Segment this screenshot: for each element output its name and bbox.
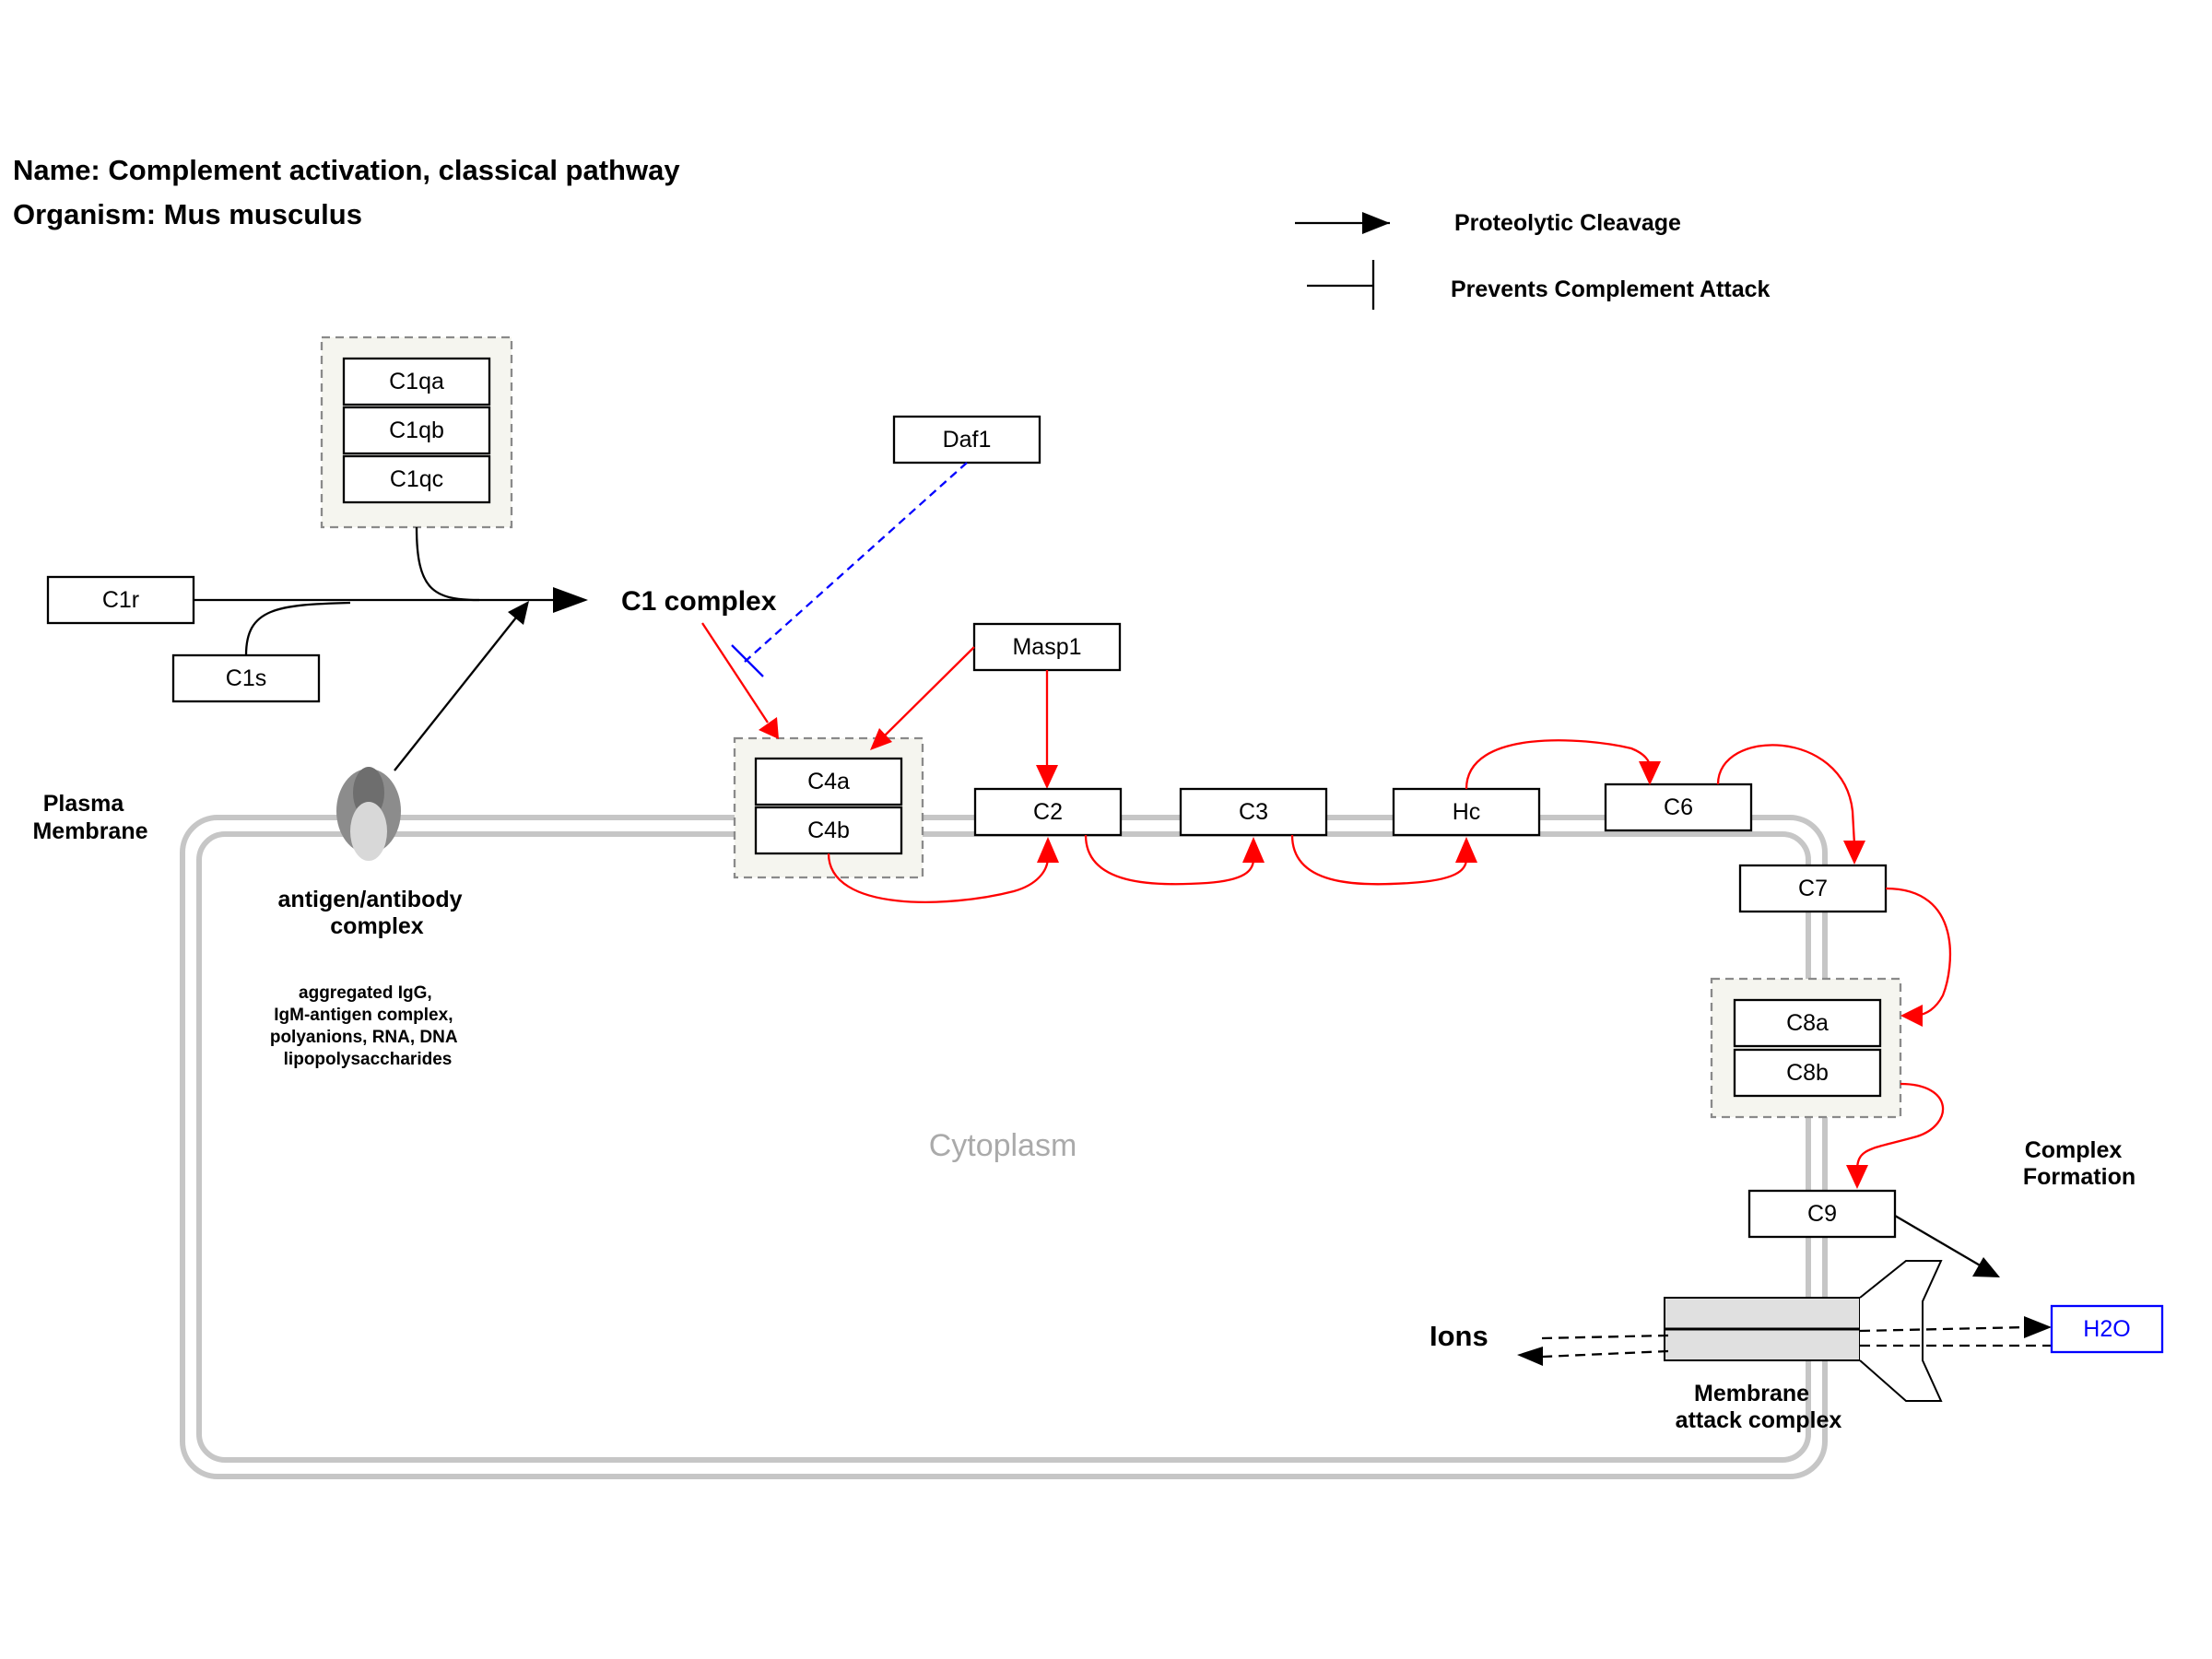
antigen-antibody-label: antigen/antibody complex — [278, 887, 469, 939]
edge-c3-hc — [1290, 834, 1468, 886]
arrow-c7-icon — [1843, 841, 1865, 865]
svg-text:H2O: H2O — [2083, 1316, 2130, 1342]
legend: Proteolytic Cleavage Prevents Complement… — [1295, 210, 1770, 310]
legend-prevents-label: Prevents Complement Attack — [1451, 276, 1770, 302]
gene-c1s[interactable]: C1s — [171, 653, 321, 703]
pathway-name: Name: Complement activation, classical p… — [13, 154, 680, 186]
arrow-c3-icon — [1242, 837, 1265, 863]
arrow-masp1-c4-icon — [870, 728, 892, 750]
edge-c7-c8 — [1885, 887, 1952, 1018]
svg-text:C2: C2 — [1033, 799, 1063, 825]
edge-c4b-c2 — [827, 853, 1050, 903]
edge-c1complex-c4 — [701, 622, 769, 724]
complex-formation-label: Complex Formation — [2023, 1137, 2136, 1190]
gene-c1qa[interactable]: C1qa — [342, 357, 491, 406]
edge-mac-ions-lower — [1542, 1349, 1669, 1359]
svg-text:C8a: C8a — [1786, 1010, 1829, 1036]
gene-c8b[interactable]: C8b — [1733, 1048, 1882, 1098]
antibody-icon — [336, 767, 401, 861]
activators-label: aggregated IgG, IgM-antigen complex, pol… — [270, 983, 462, 1069]
arrow-c4-icon — [759, 717, 779, 739]
edge-c1s-c1complex — [244, 601, 351, 656]
gene-hc[interactable]: Hc — [1392, 787, 1541, 837]
gene-c9[interactable]: C9 — [1747, 1189, 1897, 1239]
arrow-c2-icon — [1037, 837, 1059, 863]
arrow-complex-icon — [1972, 1257, 2000, 1277]
arrow-ions-icon — [1517, 1347, 1543, 1366]
edge-daf1-inhibition — [744, 462, 968, 663]
gene-c8a[interactable]: C8a — [1733, 998, 1882, 1048]
svg-text:C8b: C8b — [1786, 1060, 1829, 1086]
legend-arrow-icon — [1362, 212, 1390, 234]
gene-c1r[interactable]: C1r — [46, 575, 195, 625]
svg-text:C1qc: C1qc — [390, 466, 443, 492]
svg-text:Daf1: Daf1 — [943, 427, 992, 453]
antibody-arrow-icon — [508, 601, 529, 625]
edge-c8-c9 — [1855, 1082, 1945, 1171]
svg-text:C1qb: C1qb — [389, 418, 444, 443]
svg-text:C1s: C1s — [226, 665, 266, 691]
gene-c7[interactable]: C7 — [1738, 864, 1888, 913]
arrow-c8-icon — [1900, 1005, 1923, 1027]
cytoplasm-label: Cytoplasm — [929, 1128, 1077, 1163]
svg-text:C3: C3 — [1239, 799, 1268, 825]
mac-label: Membrane attack complex — [1676, 1381, 1842, 1433]
edge-mac-h2o-upper — [1859, 1325, 2029, 1333]
edge-masp1-c4 — [884, 646, 975, 736]
arrow-masp1-c2-icon — [1036, 765, 1058, 789]
edge-c9-mac — [1894, 1215, 1983, 1267]
organism-name: Organism: Mus musculus — [13, 198, 362, 230]
metabolite-h2o[interactable]: H2O — [2050, 1304, 2164, 1354]
arrow-hc-icon — [1455, 837, 1477, 863]
gene-c4a[interactable]: C4a — [754, 757, 903, 806]
svg-text:C1r: C1r — [102, 587, 139, 613]
edge-mac-ions-upper — [1540, 1334, 1669, 1340]
arrow-c9-icon — [1846, 1165, 1868, 1189]
edge-hc-c6 — [1465, 739, 1652, 790]
gene-c4b[interactable]: C4b — [754, 806, 903, 855]
c1-complex-label: C1 complex — [621, 586, 777, 617]
svg-text:C7: C7 — [1798, 876, 1828, 901]
inhibition-tbar-icon — [731, 644, 764, 677]
edge-c2-c3 — [1084, 834, 1255, 886]
gene-c6[interactable]: C6 — [1604, 782, 1753, 832]
svg-text:C4a: C4a — [807, 769, 850, 794]
svg-text:C6: C6 — [1664, 794, 1693, 820]
gene-c1qc[interactable]: C1qc — [342, 454, 491, 504]
gene-c2[interactable]: C2 — [973, 787, 1123, 837]
svg-text:Masp1: Masp1 — [1012, 634, 1081, 660]
gene-c1qb[interactable]: C1qb — [342, 406, 491, 455]
ions-label: Ions — [1430, 1320, 1488, 1352]
c1complex-arrow-icon — [553, 587, 588, 613]
gene-c3[interactable]: C3 — [1179, 787, 1328, 837]
plasma-membrane-label: Plasma Membrane — [32, 791, 147, 844]
gene-masp1[interactable]: Masp1 — [972, 622, 1122, 672]
edge-c6-c7 — [1716, 744, 1856, 845]
legend-cleavage-label: Proteolytic Cleavage — [1454, 210, 1681, 236]
edge-c1q-c1complex — [415, 526, 480, 602]
svg-text:C4b: C4b — [807, 818, 850, 843]
arrow-c6-icon — [1639, 761, 1661, 785]
svg-text:C1qa: C1qa — [389, 369, 444, 394]
svg-text:C9: C9 — [1807, 1201, 1837, 1227]
arrow-h2o-icon — [2024, 1316, 2052, 1338]
svg-text:Hc: Hc — [1453, 799, 1481, 825]
edge-antibody-c1complex — [394, 617, 517, 771]
gene-daf1[interactable]: Daf1 — [892, 415, 1041, 465]
